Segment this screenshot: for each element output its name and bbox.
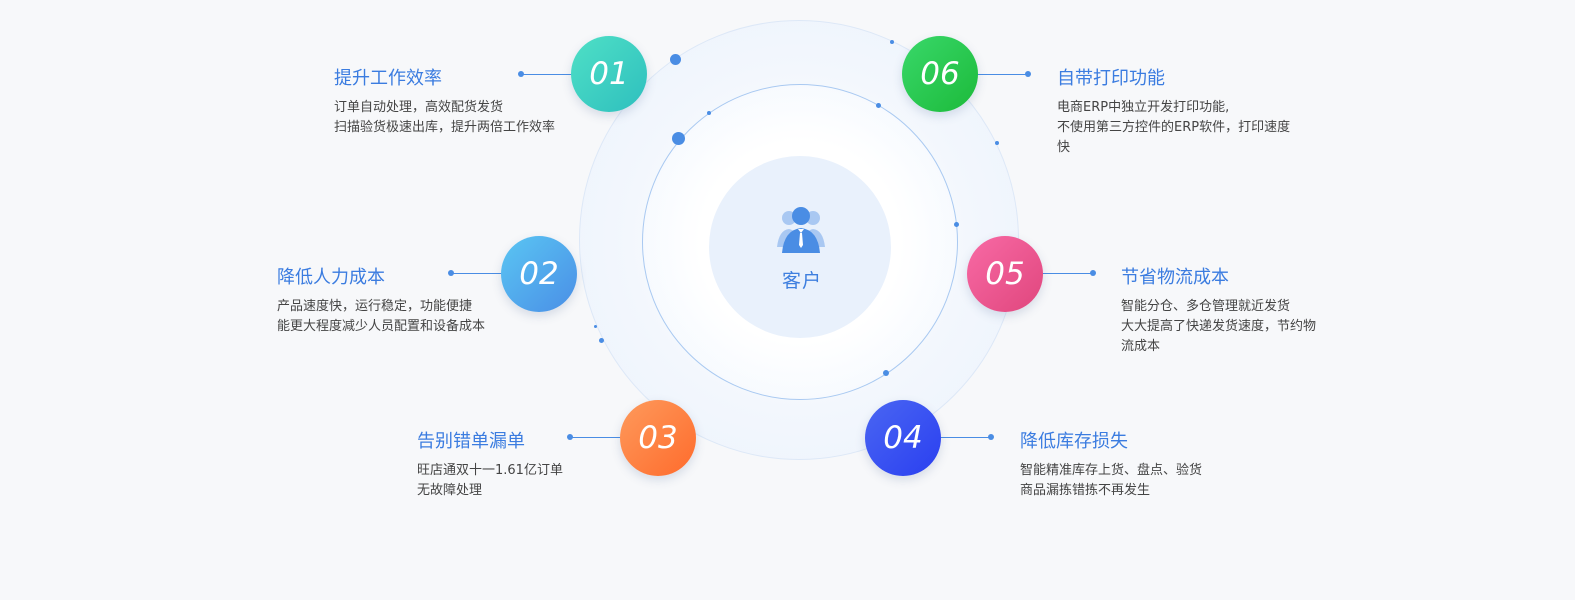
badge-06: 06: [902, 36, 978, 112]
feature-desc-line: 智能分仓、多仓管理就近发货: [1121, 299, 1291, 314]
orbit-dot: [876, 103, 881, 108]
orbit-dot: [670, 54, 681, 65]
badge-05: 05: [967, 236, 1043, 312]
orbit-dot: [672, 132, 685, 145]
center-label: 客户: [781, 270, 822, 292]
connector-dot-04: [988, 434, 994, 440]
feature-03: 告别错单漏单 旺店通双十一1.61亿订单 无故障处理: [417, 427, 563, 501]
feature-title: 告别错单漏单: [417, 431, 525, 452]
feature-desc-line: 扫描验货极速出库，提升两倍工作效率: [334, 120, 556, 135]
connector-05: [1041, 273, 1093, 274]
connector-dot-01: [518, 71, 524, 77]
feature-desc-line: 订单自动处理，高效配货发货: [334, 100, 504, 115]
feature-title: 降低库存损失: [1020, 431, 1128, 452]
feature-desc-line: 快: [1057, 140, 1071, 155]
customer-group-icon: [777, 207, 825, 253]
orbit-dot: [883, 370, 889, 376]
feature-desc-line: 商品漏拣错拣不再发生: [1020, 483, 1151, 498]
feature-title: 节省物流成本: [1121, 267, 1229, 288]
feature-desc-line: 大大提高了快递发货速度，节约物: [1121, 319, 1317, 334]
orbit-dot: [954, 222, 959, 227]
feature-01: 提升工作效率 订单自动处理，高效配货发货 扫描验货极速出库，提升两倍工作效率: [334, 64, 555, 138]
connector-01: [521, 74, 573, 75]
feature-04: 降低库存损失 智能精准库存上货、盘点、验货 商品漏拣错拣不再发生: [1020, 427, 1202, 501]
feature-title: 提升工作效率: [334, 68, 442, 89]
feature-05: 节省物流成本 智能分仓、多仓管理就近发货 大大提高了快递发货速度，节约物 流成本: [1121, 263, 1316, 357]
connector-dot-06: [1025, 71, 1031, 77]
feature-06: 自带打印功能 电商ERP中独立开发打印功能, 不使用第三方控件的ERP软件，打印…: [1057, 64, 1290, 158]
connector-03: [570, 437, 622, 438]
feature-desc-line: 智能精准库存上货、盘点、验货: [1020, 463, 1203, 478]
feature-desc-line: 不使用第三方控件的ERP软件，打印速度: [1057, 120, 1291, 135]
feature-02: 降低人力成本 产品速度快，运行稳定，功能便捷 能更大程度减少人员配置和设备成本: [277, 263, 485, 337]
feature-desc-line: 旺店通双十一1.61亿订单: [417, 463, 563, 478]
orbit-dot: [707, 111, 711, 115]
connector-dot-02: [448, 270, 454, 276]
badge-02: 02: [501, 236, 577, 312]
orbit-dot: [599, 338, 604, 343]
feature-desc-line: 电商ERP中独立开发打印功能,: [1057, 100, 1230, 115]
feature-desc-line: 能更大程度减少人员配置和设备成本: [277, 319, 486, 334]
connector-06: [976, 74, 1028, 75]
connector-dot-03: [567, 434, 573, 440]
badge-03: 03: [620, 400, 696, 476]
badge-01: 01: [571, 36, 647, 112]
orbit-dot: [594, 325, 597, 328]
connector-dot-05: [1090, 270, 1096, 276]
feature-desc-line: 产品速度快，运行稳定，功能便捷: [277, 299, 473, 314]
feature-desc-line: 流成本: [1121, 339, 1161, 354]
orbit-dot: [890, 40, 894, 44]
feature-desc-line: 无故障处理: [417, 483, 483, 498]
connector-04: [939, 437, 991, 438]
badge-04: 04: [865, 400, 941, 476]
connector-02: [451, 273, 503, 274]
feature-title: 自带打印功能: [1057, 68, 1165, 89]
orbit-dot: [995, 141, 999, 145]
feature-title: 降低人力成本: [277, 267, 385, 288]
